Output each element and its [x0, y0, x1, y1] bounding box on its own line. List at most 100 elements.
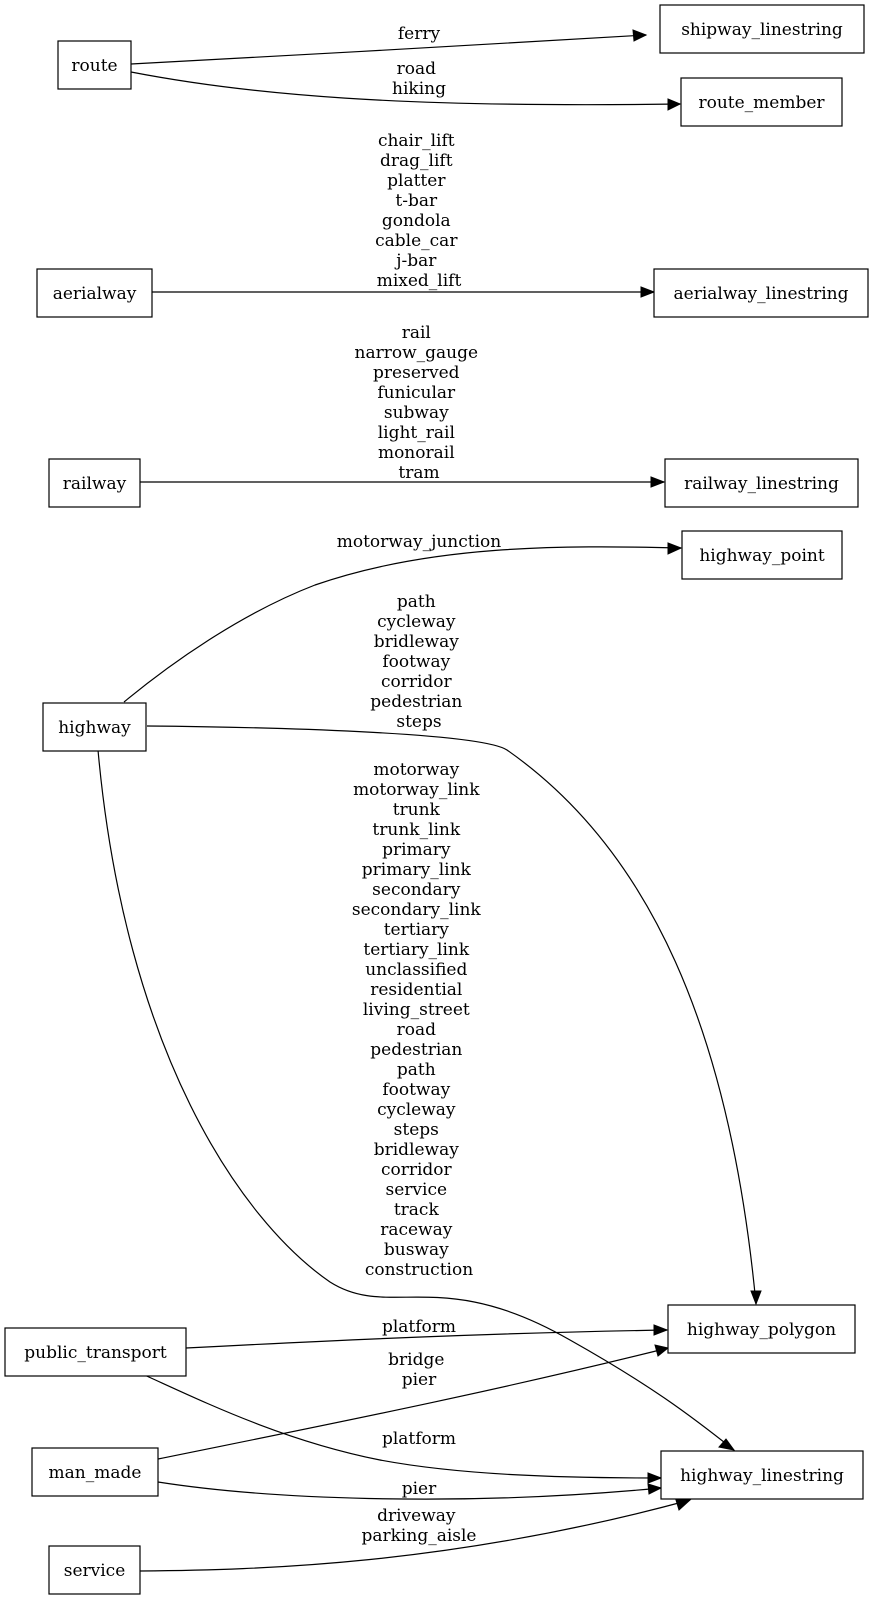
node-label: route	[71, 56, 117, 76]
label-line: corridor	[381, 672, 453, 692]
label-line: motorway_link	[353, 780, 480, 800]
label-line: tram	[398, 463, 439, 483]
edge-man-made-polygon	[157, 1347, 669, 1460]
node-service[interactable]: service	[48, 1545, 141, 1595]
edge-route-shipway	[130, 34, 647, 65]
node-aerialway-linestring[interactable]: aerialway_linestring	[653, 268, 869, 318]
label-line: road	[397, 1020, 436, 1040]
label-line: platform	[382, 1317, 456, 1337]
label-line: bridleway	[374, 1140, 460, 1160]
node-shipway-linestring[interactable]: shipway_linestring	[659, 4, 865, 54]
node-label: highway_polygon	[687, 1320, 836, 1340]
label-man-made-polygon: bridge pier	[388, 1350, 450, 1390]
label-line: steps	[394, 1120, 439, 1140]
arrowhead-highway-polygon	[750, 1290, 762, 1306]
edge-public-transport-linestring	[139, 1372, 662, 1479]
label-line: pedestrian	[370, 1040, 462, 1060]
node-label: aerialway	[53, 284, 137, 304]
label-man-made-linestring: pier	[402, 1479, 437, 1499]
label-service-linestring: driveway parking_aisle	[361, 1506, 476, 1546]
label-line: busway	[384, 1240, 449, 1260]
label-line: motorway	[373, 760, 459, 780]
node-railway[interactable]: railway	[48, 458, 141, 508]
node-label: aerialway_linestring	[674, 284, 849, 304]
node-highway[interactable]: highway	[42, 702, 147, 752]
node-route[interactable]: route	[57, 40, 132, 90]
arrowhead-route-member	[667, 98, 682, 111]
arrowhead-railway-linestring	[650, 476, 666, 488]
label-line: construction	[365, 1260, 473, 1280]
label-line: path	[397, 592, 436, 612]
label-public-transport-linestring: platform	[382, 1429, 456, 1449]
node-box	[667, 1304, 856, 1354]
label-line: footway	[382, 1080, 450, 1100]
node-label: railway	[63, 474, 127, 494]
label-line: subway	[384, 403, 449, 423]
node-box	[57, 40, 132, 90]
node-box	[659, 4, 865, 54]
node-highway-linestring[interactable]: highway_linestring	[660, 1450, 864, 1500]
label-line: cycleway	[377, 612, 456, 632]
label-public-transport-polygon: platform	[382, 1317, 456, 1337]
arrowhead-man-made-linestring	[647, 1483, 663, 1495]
node-highway-point[interactable]: highway_point	[681, 530, 843, 580]
label-line: pier	[402, 1479, 437, 1499]
label-line: chair_lift	[378, 131, 455, 151]
node-public-transport[interactable]: public_transport	[4, 1327, 187, 1377]
edge-labels: ferry road hiking chair_lift drag_lift p…	[337, 24, 502, 1546]
label-line: unclassified	[365, 960, 467, 980]
node-label: railway_linestring	[684, 474, 839, 494]
label-line: secondary_link	[352, 900, 482, 920]
label-line: rail	[402, 323, 431, 343]
label-line: narrow_gauge	[355, 343, 479, 363]
label-aerialway-linestring: chair_lift drag_lift platter t-bar gondo…	[375, 131, 463, 291]
label-line: pier	[402, 1370, 437, 1390]
node-label: highway_linestring	[680, 1466, 844, 1486]
label-highway-linestring: motorway motorway_link trunk trunk_link …	[352, 760, 486, 1280]
label-line: footway	[382, 652, 450, 672]
label-line: preserved	[373, 363, 460, 383]
label-line: tertiary	[384, 920, 450, 940]
arrowhead-highway-linestring	[718, 1438, 736, 1451]
label-line: bridge	[388, 1350, 444, 1370]
label-line: motorway_junction	[337, 532, 502, 552]
node-man-made[interactable]: man_made	[31, 1447, 159, 1497]
node-aerialway[interactable]: aerialway	[36, 268, 153, 318]
label-line: primary	[382, 840, 451, 860]
node-label: highway_point	[699, 546, 825, 566]
label-line: platter	[387, 171, 446, 191]
arrowhead-man-made-polygon	[654, 1344, 670, 1357]
label-line: mixed_lift	[377, 271, 462, 291]
arrowhead-public-transport-polygon	[653, 1324, 669, 1336]
node-highway-polygon[interactable]: highway_polygon	[667, 1304, 856, 1354]
label-line: primary_link	[362, 860, 472, 880]
label-line: corridor	[381, 1160, 453, 1180]
node-box	[48, 1545, 141, 1595]
label-line: service	[386, 1180, 448, 1200]
edge-highway-point	[123, 546, 682, 703]
node-box	[48, 458, 141, 508]
arrowhead-route-shipway	[632, 29, 648, 42]
node-box	[653, 268, 869, 318]
label-line: steps	[396, 712, 441, 732]
arrowhead-service-linestring	[675, 1499, 692, 1511]
node-box	[42, 702, 147, 752]
node-box	[681, 530, 843, 580]
label-line: residential	[370, 980, 462, 1000]
label-line: raceway	[380, 1220, 453, 1240]
label-line: tertiary_link	[363, 940, 469, 960]
arrowhead-aerialway-linestring	[640, 286, 656, 298]
label-line: platform	[382, 1429, 456, 1449]
label-line: gondola	[382, 211, 451, 231]
label-line: funicular	[377, 383, 456, 403]
label-line: living_street	[363, 1000, 470, 1020]
node-route-member[interactable]: route_member	[680, 77, 843, 127]
label-line: trunk_link	[372, 820, 460, 840]
node-railway-linestring[interactable]: railway_linestring	[664, 458, 859, 508]
label-line: secondary	[372, 880, 461, 900]
label-line: ferry	[398, 24, 441, 44]
label-route-shipway: ferry	[398, 24, 441, 44]
label-line: trunk	[393, 800, 441, 820]
label-railway-linestring: rail narrow_gauge preserved funicular su…	[355, 323, 484, 483]
node-label: shipway_linestring	[681, 20, 843, 40]
